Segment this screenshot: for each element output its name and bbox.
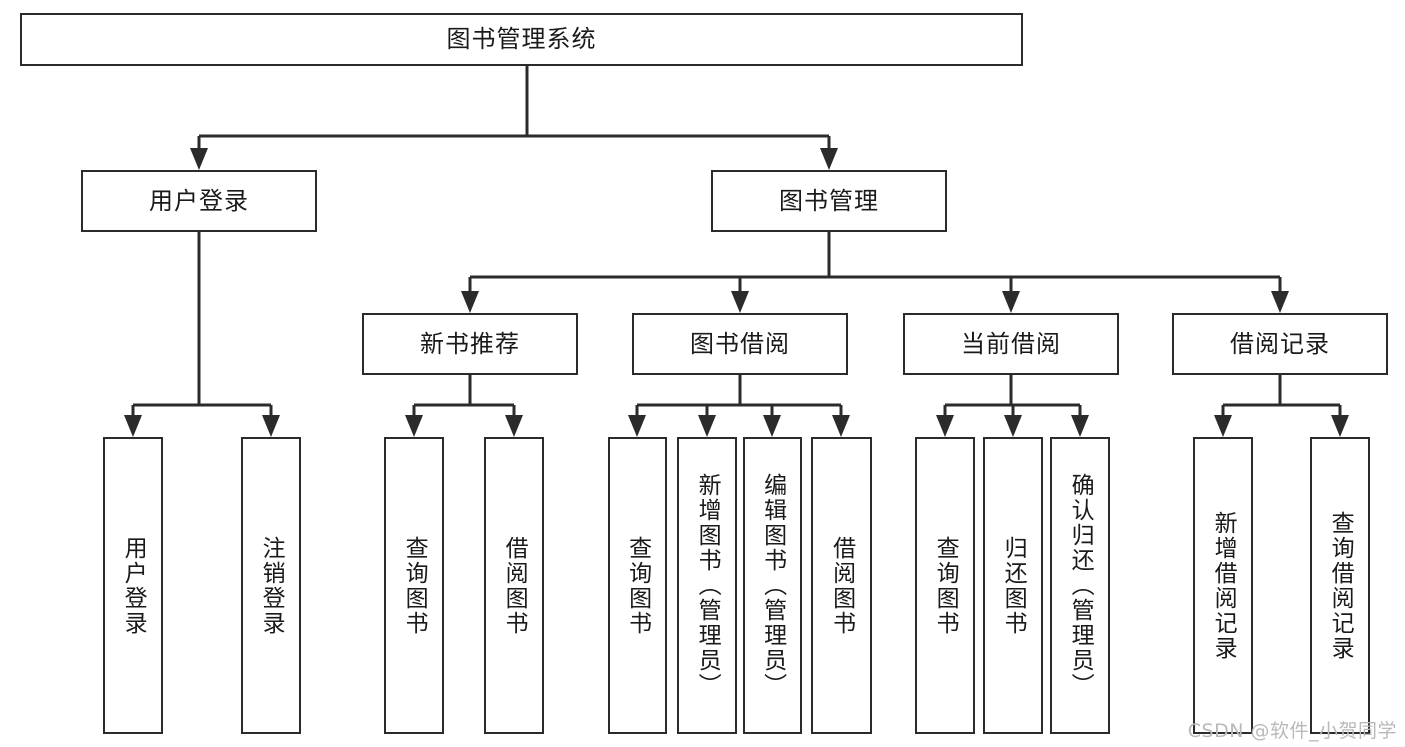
arrowhead-icon [832, 415, 850, 437]
node-label: 用户登录 [149, 186, 249, 215]
node-label: 确认归还（管理员） [1067, 473, 1094, 698]
arrowhead-icon [1002, 291, 1020, 313]
node-label: 查询图书 [624, 535, 651, 636]
node-leaf06[interactable]: 新增图书（管理员） [677, 437, 737, 734]
arrowhead-icon [190, 148, 208, 170]
arrowhead-icon [262, 415, 280, 437]
node-l3d[interactable]: 借阅记录 [1172, 313, 1388, 375]
node-label: 借阅图书 [501, 535, 528, 636]
node-label: 当前借阅 [961, 329, 1061, 358]
arrowhead-icon [763, 415, 781, 437]
node-leaf09[interactable]: 查询图书 [915, 437, 975, 734]
node-label: 图书管理系统 [446, 25, 597, 54]
arrowhead-icon [1331, 415, 1349, 437]
arrowhead-icon [820, 148, 838, 170]
node-leaf01[interactable]: 用户登录 [103, 437, 163, 734]
node-leaf07[interactable]: 编辑图书（管理员） [743, 437, 802, 734]
node-label: 注销登录 [258, 535, 285, 636]
node-leaf03[interactable]: 查询图书 [384, 437, 444, 734]
node-l3a[interactable]: 新书推荐 [362, 313, 578, 375]
arrowhead-icon [405, 415, 423, 437]
node-label: 查询图书 [401, 535, 428, 636]
node-label: 图书借阅 [690, 329, 790, 358]
arrowhead-icon [1004, 415, 1022, 437]
node-leaf05[interactable]: 查询图书 [608, 437, 667, 734]
node-l2b[interactable]: 图书管理 [711, 170, 947, 232]
node-l2a[interactable]: 用户登录 [81, 170, 317, 232]
node-leaf04[interactable]: 借阅图书 [484, 437, 544, 734]
node-l3b[interactable]: 图书借阅 [632, 313, 848, 375]
node-root[interactable]: 图书管理系统 [20, 13, 1023, 66]
node-label: 新增借阅记录 [1210, 510, 1237, 661]
arrowhead-icon [1271, 291, 1289, 313]
arrowhead-icon [936, 415, 954, 437]
node-leaf13[interactable]: 查询借阅记录 [1310, 437, 1370, 734]
node-leaf02[interactable]: 注销登录 [241, 437, 301, 734]
arrowhead-icon [698, 415, 716, 437]
node-leaf11[interactable]: 确认归还（管理员） [1050, 437, 1110, 734]
arrowhead-icon [461, 291, 479, 313]
node-leaf08[interactable]: 借阅图书 [811, 437, 872, 734]
node-label: 查询借阅记录 [1327, 510, 1354, 661]
arrowhead-icon [1214, 415, 1232, 437]
arrowhead-icon [731, 291, 749, 313]
arrowhead-icon [628, 415, 646, 437]
watermark-text: CSDN @软件_小贺同学 [1187, 720, 1397, 742]
node-label: 编辑图书（管理员） [759, 473, 786, 698]
node-label: 归还图书 [1000, 535, 1027, 636]
node-label: 新书推荐 [420, 329, 520, 358]
node-l3c[interactable]: 当前借阅 [903, 313, 1119, 375]
node-label: 借阅记录 [1230, 329, 1330, 358]
node-label: 用户登录 [120, 535, 147, 636]
node-label: 查询图书 [932, 535, 959, 636]
node-leaf12[interactable]: 新增借阅记录 [1193, 437, 1253, 734]
node-label: 借阅图书 [828, 535, 855, 636]
node-label: 图书管理 [779, 186, 879, 215]
arrowhead-icon [505, 415, 523, 437]
node-leaf10[interactable]: 归还图书 [983, 437, 1043, 734]
arrowhead-icon [124, 415, 142, 437]
node-label: 新增图书（管理员） [694, 473, 721, 698]
arrowhead-icon [1071, 415, 1089, 437]
